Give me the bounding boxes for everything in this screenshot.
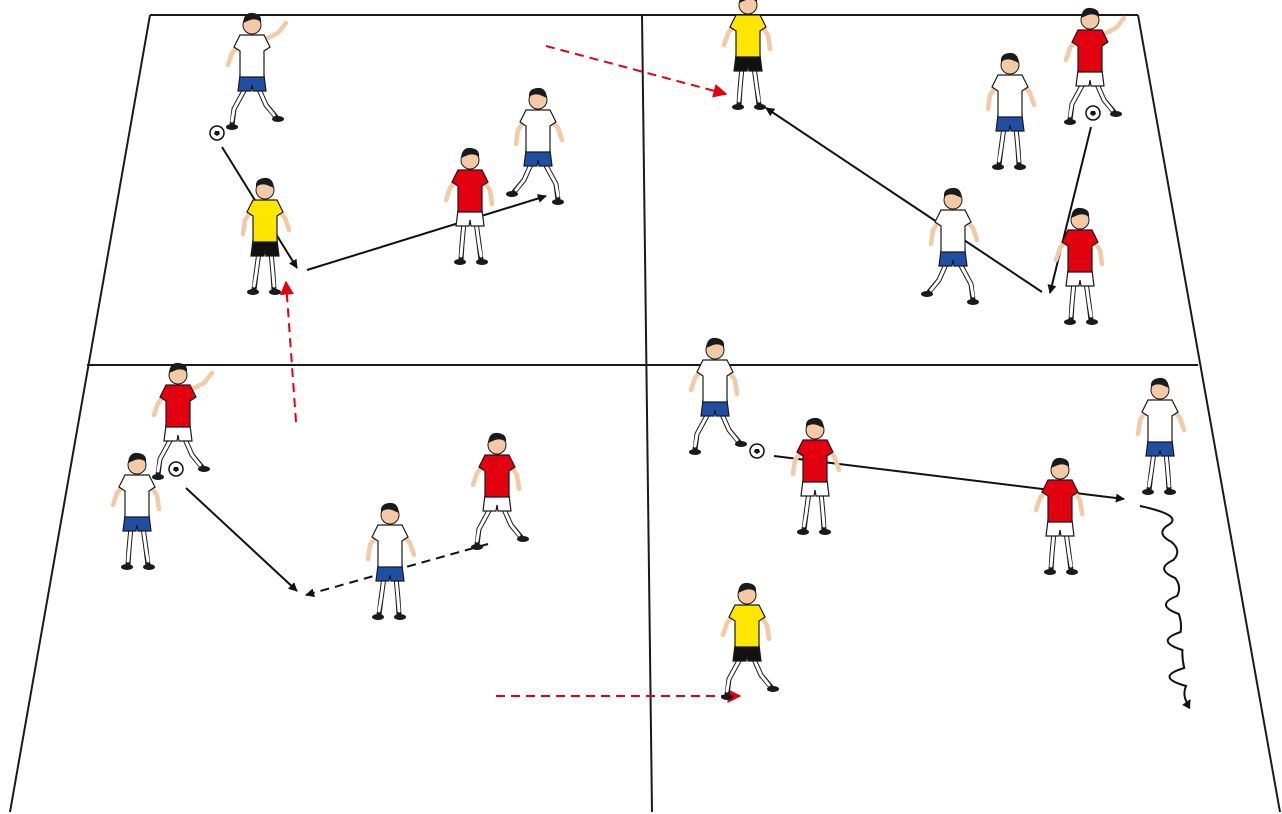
pass-arrow <box>306 194 547 271</box>
run-arrow <box>545 45 728 98</box>
player-yellow <box>240 177 292 295</box>
ball-icon <box>1085 105 1101 121</box>
player-red <box>1053 207 1105 325</box>
player-red <box>790 417 842 535</box>
player-red <box>470 432 529 550</box>
pitch-lines <box>9 14 1281 813</box>
player-white <box>1135 377 1187 495</box>
players-layer <box>110 0 1187 700</box>
ball-icon <box>749 443 765 459</box>
player-white <box>365 502 417 620</box>
player-white <box>225 12 289 130</box>
player-white <box>688 337 747 455</box>
pitch-left-boundary <box>9 14 151 813</box>
player-yellow <box>720 582 779 700</box>
player-red <box>443 147 495 265</box>
dribble-arrow <box>1139 505 1191 710</box>
pass-arrow <box>765 107 1043 293</box>
player-white <box>110 452 162 570</box>
run-arrow <box>279 280 297 423</box>
ball-icon <box>168 461 184 477</box>
player-yellow <box>721 0 773 110</box>
pitch-halfway-vertical <box>641 14 653 813</box>
pass-arrow <box>1047 126 1092 294</box>
player-red <box>1063 7 1127 125</box>
ball-icon <box>209 125 225 141</box>
player-white <box>506 87 565 205</box>
player-white <box>921 187 980 305</box>
player-red <box>151 362 215 480</box>
balls-layer <box>168 105 1101 477</box>
pass-arrow <box>185 487 298 592</box>
pitch-right-boundary <box>1137 14 1281 813</box>
player-red <box>1033 457 1085 575</box>
arrows-layer <box>185 45 1191 710</box>
player-white <box>985 52 1037 170</box>
